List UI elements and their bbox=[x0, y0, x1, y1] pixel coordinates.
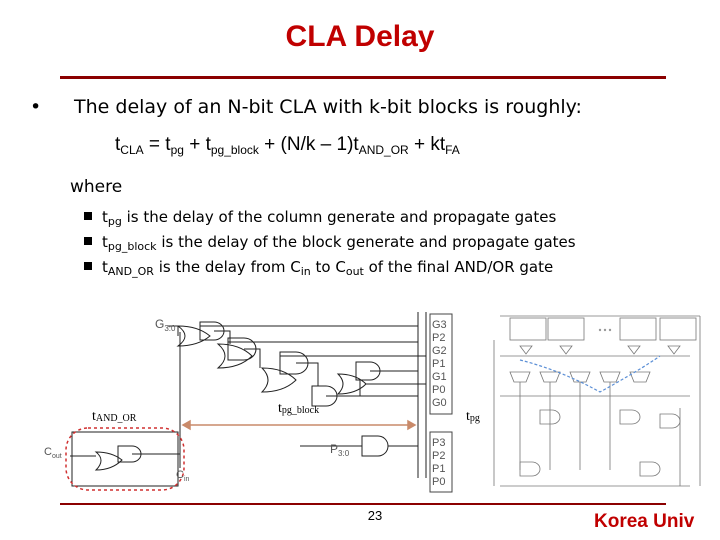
or-gate bbox=[176, 325, 211, 347]
g-input-label: G3 bbox=[432, 319, 447, 331]
definition-item: tAND_OR is the delay from Cin to Cout of… bbox=[84, 258, 553, 278]
thumb-block bbox=[659, 317, 697, 341]
g-input-label: G0 bbox=[432, 397, 447, 409]
page-number: 23 bbox=[367, 508, 383, 523]
definition-item: tpg is the delay of the column generate … bbox=[84, 208, 556, 228]
t-and-or-label: tAND_OR bbox=[92, 409, 137, 424]
where-label: where bbox=[70, 177, 123, 197]
g-input-label: G2 bbox=[432, 345, 447, 357]
g-input-label: P2 bbox=[432, 332, 445, 344]
and-or-highlight bbox=[65, 427, 185, 491]
g-input-label: G1 bbox=[432, 371, 447, 383]
thumb-dots bbox=[598, 328, 612, 332]
definition-item: tpg_block is the delay of the block gene… bbox=[84, 233, 576, 253]
p-input-labels: P3 P2 P1 P0 bbox=[432, 437, 445, 488]
square-bullet-icon bbox=[84, 212, 92, 220]
g-output-label: G3:0 bbox=[155, 317, 176, 333]
and-gate bbox=[311, 385, 338, 407]
p-input-box bbox=[429, 431, 453, 493]
p-input-label: P2 bbox=[432, 450, 445, 462]
thumb-block bbox=[619, 317, 657, 341]
or-gate bbox=[336, 373, 367, 395]
and-gate bbox=[199, 321, 225, 341]
delay-formula: tCLA = tpg + tpg_block + (N/k – 1)tAND_O… bbox=[115, 134, 460, 157]
cin-label: Cin bbox=[176, 469, 190, 483]
square-bullet-icon bbox=[84, 262, 92, 270]
and-gate bbox=[279, 351, 309, 375]
cout-label: Cout bbox=[44, 446, 62, 460]
and-gate bbox=[117, 445, 142, 463]
title-divider bbox=[60, 76, 666, 79]
and-gate bbox=[355, 361, 381, 381]
g-input-labels: G3 P2 G2 P1 G1 P0 G0 bbox=[432, 319, 447, 409]
footer-divider bbox=[60, 503, 666, 505]
bullet-dot: • bbox=[30, 96, 42, 118]
p-input-label: P1 bbox=[432, 463, 445, 475]
g-input-box bbox=[429, 313, 453, 415]
brand-label: Korea Univ bbox=[594, 511, 695, 532]
or-gate bbox=[216, 343, 253, 369]
block-logic-circuit bbox=[70, 312, 427, 487]
slide-title: CLA Delay bbox=[285, 20, 435, 53]
thumb-delay-path bbox=[519, 355, 661, 393]
or-gate bbox=[260, 367, 297, 393]
and-gate bbox=[361, 435, 389, 457]
p-output-label: P3:0 bbox=[330, 442, 350, 458]
t-pg-block-label: tpg_block bbox=[278, 401, 319, 416]
cla-thumbnail-diagram bbox=[493, 315, 701, 487]
or-gate bbox=[94, 451, 123, 471]
t-pg-label: tpg bbox=[466, 409, 480, 424]
p-input-label: P3 bbox=[432, 437, 445, 449]
g-input-label: P0 bbox=[432, 384, 445, 396]
g-input-label: P1 bbox=[432, 358, 445, 370]
p-input-label: P0 bbox=[432, 476, 445, 488]
square-bullet-icon bbox=[84, 237, 92, 245]
and-gate bbox=[227, 337, 257, 361]
pg-block-dimension-arrow bbox=[181, 419, 417, 431]
thumb-block bbox=[509, 317, 547, 341]
thumb-block bbox=[547, 317, 585, 341]
bullet-text: The delay of an N-bit CLA with k-bit blo… bbox=[74, 96, 582, 118]
